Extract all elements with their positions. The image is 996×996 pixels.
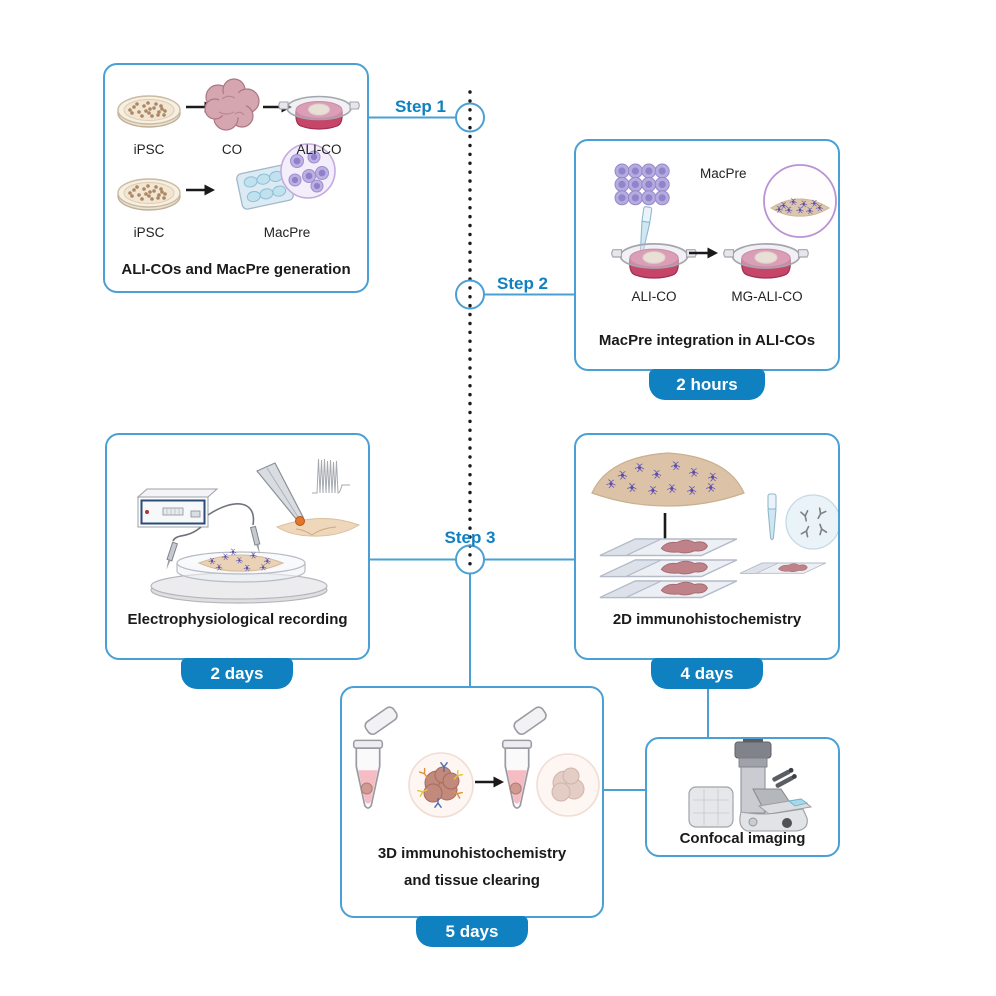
arrow-icon bbox=[473, 775, 506, 789]
macpre-cells-circle-icon bbox=[280, 143, 336, 199]
cleared-organoid-circle-icon bbox=[536, 753, 600, 817]
integration-box: MacPre ALI-CO MG-ALI-CO MacPre integrati… bbox=[574, 139, 840, 371]
step3-label: Step 3 bbox=[444, 528, 496, 547]
ipsc-label: iPSC bbox=[133, 225, 165, 240]
ihc3d-box: 3D immunohistochemistry and tissue clear… bbox=[340, 686, 604, 918]
petri-dish-icon bbox=[117, 95, 181, 128]
petri-dish-side-icon bbox=[150, 548, 328, 604]
petri-dish-icon bbox=[117, 178, 181, 211]
duration-badge-4days: 4 days bbox=[651, 658, 763, 689]
ihc2d-illustration bbox=[591, 452, 838, 599]
microglia-slice-circle-icon bbox=[763, 164, 837, 238]
macpre-label: MacPre bbox=[263, 225, 311, 240]
macpre-grid-icon bbox=[614, 163, 670, 206]
macpre-label: MacPre bbox=[700, 166, 747, 181]
pipette-icon bbox=[767, 493, 777, 541]
generation-box: iPSC CO ALI-CO iPSC MacPre ALI-COs and M… bbox=[103, 63, 369, 293]
confocal-illustration bbox=[688, 739, 813, 832]
step2-node-circle bbox=[455, 279, 485, 310]
stained-organoid-circle-icon bbox=[408, 752, 474, 818]
well-plate-icon bbox=[236, 164, 294, 210]
alico-label: ALI-CO bbox=[296, 142, 342, 157]
ihc3d-illustration bbox=[352, 704, 600, 818]
step1-node-circle bbox=[455, 102, 485, 133]
duration-badge-2hours: 2 hours bbox=[649, 369, 765, 400]
cerebral-organoid-icon bbox=[204, 78, 260, 131]
ihc2d-box: 2D immunohistochemistry bbox=[574, 433, 840, 660]
antibody-circle-icon bbox=[785, 494, 838, 550]
step1-label: Step 1 bbox=[394, 97, 446, 116]
confocal-box: Confocal imaging bbox=[645, 737, 840, 857]
ephys-illustration bbox=[136, 458, 361, 604]
patch-clamp-icon bbox=[256, 458, 361, 537]
mg-alico-insert-icon bbox=[722, 243, 810, 279]
confocal-microscope-icon bbox=[688, 739, 813, 832]
step3-node-circle bbox=[455, 544, 485, 575]
slide-icon bbox=[599, 580, 738, 599]
generation-title: ALI-COs and MacPre generation bbox=[121, 261, 351, 278]
tissue-slice-icon bbox=[591, 452, 745, 507]
duration-badge-2days: 2 days bbox=[181, 658, 293, 689]
ipsc-label: iPSC bbox=[133, 142, 165, 157]
generation-illustration bbox=[117, 78, 361, 211]
integration-illustration bbox=[610, 163, 837, 279]
slide-icon bbox=[599, 538, 738, 557]
slide-icon bbox=[739, 562, 827, 574]
tube-icon bbox=[352, 704, 400, 809]
spike-trace bbox=[312, 458, 350, 494]
alico-insert-icon bbox=[277, 95, 361, 130]
step2-label: Step 2 bbox=[497, 274, 549, 293]
slide-icon bbox=[599, 559, 738, 578]
alico-label: ALI-CO bbox=[631, 289, 677, 304]
ihc3d-title-line2: and tissue clearing bbox=[404, 872, 540, 889]
ihc2d-title: 2D immunohistochemistry bbox=[612, 611, 802, 628]
electrode-icon bbox=[249, 525, 261, 555]
mg-alico-label: MG-ALI-CO bbox=[731, 289, 803, 304]
amplifier-icon bbox=[136, 488, 219, 528]
electrode-wires bbox=[172, 503, 255, 542]
confocal-title: Confocal imaging bbox=[679, 830, 806, 847]
co-label: CO bbox=[221, 142, 243, 157]
arrow-icon bbox=[184, 183, 217, 197]
ephys-box: Electrophysiological recording bbox=[105, 433, 370, 660]
duration-badge-5days: 5 days bbox=[416, 916, 528, 947]
ihc3d-title-line1: 3D immunohistochemistry bbox=[377, 845, 567, 862]
electrode-icon bbox=[166, 541, 179, 570]
alico-insert-icon bbox=[610, 243, 698, 279]
ephys-title: Electrophysiological recording bbox=[127, 611, 348, 628]
integration-title: MacPre integration in ALI-COs bbox=[598, 332, 816, 349]
